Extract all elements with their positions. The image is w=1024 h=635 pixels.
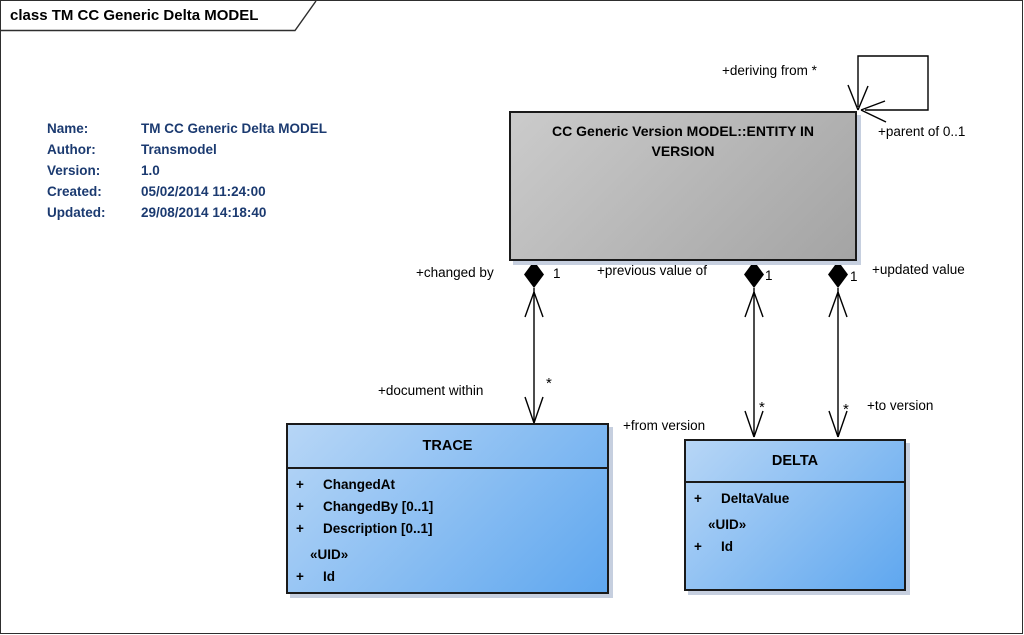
- class-delta[interactable]: DELTA + DeltaValue «UID» + Id: [684, 439, 906, 591]
- composition-diamond: [524, 261, 544, 288]
- role-label-document-within: +document within: [378, 383, 484, 398]
- multiplicity-document-within: *: [546, 375, 552, 392]
- composition-connector-trace[interactable]: [524, 261, 544, 424]
- info-value: 1.0: [141, 163, 160, 178]
- diagram-info-block: Name: TM CC Generic Delta MODEL Author: …: [47, 118, 327, 223]
- role-label-to-version: +to version: [867, 398, 934, 413]
- attribute-name: Id: [323, 569, 335, 584]
- attribute-compartment: + DeltaValue «UID» + Id: [686, 483, 904, 558]
- class-title: TRACE: [288, 425, 607, 469]
- attribute-name: ChangedBy [0..1]: [323, 499, 434, 514]
- visibility-marker: +: [694, 491, 702, 506]
- role-label-from-version: +from version: [623, 418, 706, 433]
- role-label-parent-of: +parent of 0..1: [878, 124, 966, 139]
- class-title: CC Generic Version MODEL::ENTITY IN VERS…: [552, 123, 814, 159]
- attribute-deltavalue: + DeltaValue: [686, 488, 904, 510]
- multiplicity-updated-value: 1: [850, 269, 858, 284]
- uid-stereotype: «UID»: [310, 547, 349, 562]
- uid-stereotype: «UID»: [708, 517, 747, 532]
- multiplicity-changed-by: 1: [553, 266, 561, 281]
- visibility-marker: +: [296, 569, 304, 584]
- role-label-deriving-from: +deriving from *: [722, 63, 817, 78]
- info-label: Version:: [47, 163, 101, 178]
- multiplicity-previous-value-of: 1: [765, 268, 773, 283]
- role-label-updated-value: +updated value: [872, 262, 965, 277]
- visibility-marker: +: [296, 499, 304, 514]
- info-label: Author:: [47, 142, 96, 157]
- visibility-marker: +: [296, 477, 304, 492]
- info-value: TM CC Generic Delta MODEL: [141, 121, 328, 136]
- attribute-changedat: + ChangedAt: [288, 474, 607, 496]
- info-label: Updated:: [47, 205, 106, 220]
- info-value: 29/08/2014 14:18:40: [141, 205, 267, 220]
- attribute-name: DeltaValue: [721, 491, 790, 506]
- attribute-name: ChangedAt: [323, 477, 395, 492]
- attribute-id: + Id: [288, 566, 607, 588]
- info-row-version: Version: 1.0: [47, 160, 327, 181]
- composition-diamond: [828, 261, 848, 288]
- info-value: 05/02/2014 11:24:00: [141, 184, 266, 199]
- attribute-compartment: + ChangedAt + ChangedBy [0..1] + Descrip…: [288, 469, 607, 588]
- multiplicity-from-version: *: [759, 399, 765, 416]
- diagram-frame-label: class TM CC Generic Delta MODEL: [10, 7, 259, 24]
- attribute-id: + Id: [686, 536, 904, 558]
- visibility-marker: +: [694, 539, 702, 554]
- info-row-created: Created: 05/02/2014 11:24:00: [47, 181, 327, 202]
- role-label-previous-value-of: +previous value of: [597, 263, 707, 278]
- attribute-name: Id: [721, 539, 733, 554]
- role-label-changed-by: +changed by: [416, 265, 494, 280]
- composition-connector-delta-from[interactable]: [744, 261, 764, 438]
- attribute-changedby: + ChangedBy [0..1]: [288, 496, 607, 518]
- class-title: DELTA: [686, 441, 904, 483]
- class-trace[interactable]: TRACE + ChangedAt + ChangedBy [0..1] + D…: [286, 423, 609, 594]
- self-association-connector[interactable]: [847, 55, 929, 123]
- info-row-author: Author: Transmodel: [47, 139, 327, 160]
- attribute-description: + Description [0..1]: [288, 518, 607, 540]
- info-label: Created:: [47, 184, 102, 199]
- diagram-frame-tab-outline: [1, 1, 317, 32]
- composition-diamond: [744, 261, 764, 288]
- multiplicity-to-version: *: [843, 401, 849, 418]
- info-row-updated: Updated: 29/08/2014 14:18:40: [47, 202, 327, 223]
- info-value: Transmodel: [141, 142, 217, 157]
- class-entity-in-version[interactable]: CC Generic Version MODEL::ENTITY IN VERS…: [509, 111, 857, 261]
- attribute-name: Description [0..1]: [323, 521, 433, 536]
- info-row-name: Name: TM CC Generic Delta MODEL: [47, 118, 327, 139]
- info-label: Name:: [47, 121, 89, 136]
- visibility-marker: +: [296, 521, 304, 536]
- composition-connector-delta-to[interactable]: [828, 261, 848, 438]
